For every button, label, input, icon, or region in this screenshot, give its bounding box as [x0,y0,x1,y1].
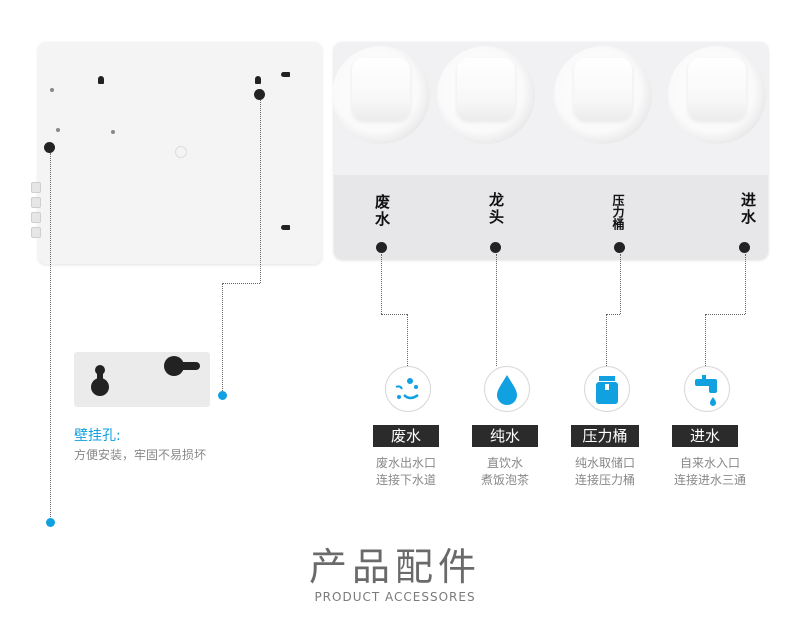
faucet-icon [684,366,730,412]
keyhole-icon [255,76,261,84]
wall-hole-title: 壁挂孔: [74,428,121,444]
back-panel-image [38,42,322,264]
blue-marker-dot [46,518,55,527]
water-splash-icon [385,366,431,412]
side-tab [31,227,41,238]
section-title: 产品配件 [308,545,481,589]
desc-line: 煮饭泡茶 [480,473,529,487]
fitting-connector [332,46,430,144]
blue-marker-dot [218,391,227,400]
leader-line [620,254,621,314]
desc-line: 纯水取储口 [574,456,635,470]
screw-icon [111,130,115,134]
water-drop-icon [484,366,530,412]
fitting-connector [554,46,652,144]
fitting-tag-pure: 纯水 [472,425,538,447]
leader-line [222,283,223,393]
fittings-panel-image: 废水 龙头 压力桶 进水 [332,42,768,259]
marker-dot [490,242,501,253]
panel-label-inlet: 进水 [739,192,757,226]
wall-hole-desc: 方便安装，牢固不易损坏 [74,448,207,462]
keyhole-zoom-callout [74,352,210,407]
leader-line [381,254,382,314]
fitting-desc-pure: 直饮水 煮饭泡茶 [459,455,551,489]
fitting-desc-tank: 纯水取储口 连接压力桶 [559,455,651,489]
hole-icon [175,146,187,158]
pressure-tank-icon [584,366,630,412]
keyhole-icon [281,72,290,77]
fitting-desc-inlet: 自来水入口 连接进水三通 [660,455,760,489]
desc-line: 连接下水道 [375,473,436,487]
leader-line [606,314,607,366]
leader-line [407,314,408,366]
panel-label-waste: 废水 [373,194,391,228]
desc-line: 直饮水 [486,456,523,470]
marker-dot [614,242,625,253]
keyhole-icon [98,76,104,84]
side-tab [31,212,41,223]
keyhole-icon [281,225,290,230]
fitting-connector [437,46,535,144]
marker-dot [44,142,55,153]
fitting-tag-inlet: 进水 [672,425,738,447]
leader-line [222,283,260,284]
panel-label-faucet: 龙头 [487,192,505,226]
leader-line [705,314,706,366]
marker-dot [376,242,387,253]
side-tab [31,197,41,208]
marker-dot [254,89,265,100]
keyhole-zoom-icon [91,356,200,396]
fitting-connector [668,46,766,144]
leader-line [606,314,620,315]
fitting-tag-waste: 废水 [373,425,439,447]
desc-line: 废水出水口 [375,456,436,470]
desc-line: 连接进水三通 [673,473,746,487]
panel-label-tank: 压力桶 [611,194,625,230]
fitting-desc-waste: 废水出水口 连接下水道 [360,455,452,489]
screw-icon [50,88,54,92]
leader-line [260,100,261,283]
marker-dot [739,242,750,253]
leader-line [381,314,407,315]
leader-line [745,254,746,314]
leader-line [496,254,497,366]
leader-line [705,314,745,315]
fitting-tag-tank: 压力桶 [571,425,639,447]
section-subtitle: PRODUCT ACCESSORES [314,590,476,604]
desc-line: 连接压力桶 [574,473,635,487]
side-tab [31,182,41,193]
desc-line: 自来水入口 [679,456,740,470]
leader-line [50,153,51,519]
screw-icon [56,128,60,132]
